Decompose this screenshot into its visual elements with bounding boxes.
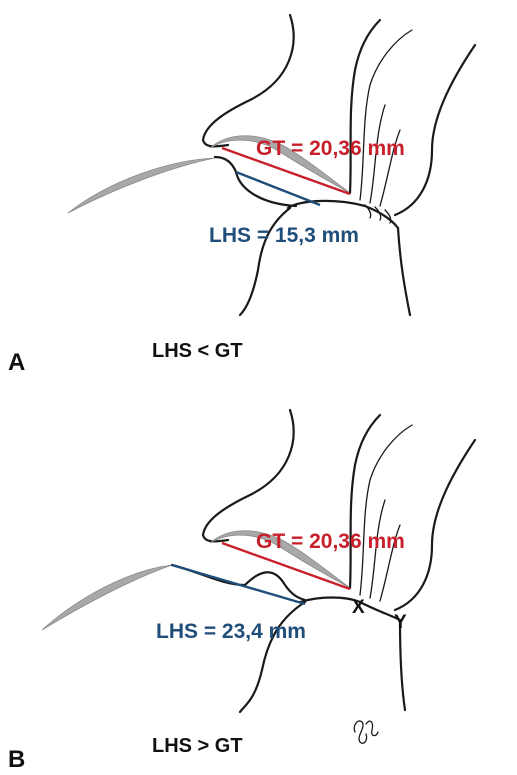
tendon-b1 [348,413,382,590]
neck-right-a [396,226,412,317]
relation-label-b: LHS > GT [152,735,243,757]
neck-right-b [398,618,407,712]
panel-b: GT = 20,36 mm LHS = 23,4 mm X Y LHS > GT… [8,408,477,773]
neck-left-b [238,600,307,714]
tendon-a5 [393,43,477,217]
tendon-a3 [369,104,386,204]
lhs-label-a: LHS = 15,3 mm [209,224,359,247]
panel-letter-a: A [8,349,25,376]
head-outline-a [213,155,298,208]
tendon-b5 [393,438,477,612]
tendon-a2 [359,29,413,201]
panel-letter-b: B [8,746,25,773]
lhs-label-b: LHS = 23,4 mm [156,620,306,643]
relation-label-a: LHS < GT [152,340,243,362]
gt-line-a [221,146,351,196]
lhs-line-b [171,563,306,606]
lhs-line-a [235,170,321,207]
tendon-b3 [369,499,386,599]
artist-signature [353,720,379,744]
point-y-label: Y [394,612,407,633]
gt-label-b: GT = 20,36 mm [256,530,405,553]
neck-left-a [238,206,292,317]
glenoid-outline-a [201,13,295,148]
tendon-b4 [379,524,401,602]
glenoid-outline-b [201,408,295,543]
gt-label-a: GT = 20,36 mm [256,137,405,160]
panel-a: GT = 20,36 mm LHS = 15,3 mm LHS < GT A [8,13,477,376]
gt-line-b [221,541,351,591]
point-x-label: X [352,597,365,618]
rim-arc-a [67,157,216,214]
tendon-b2 [359,424,413,596]
tendon-a1 [348,18,382,195]
tendon-a7 [374,206,382,221]
tendon-a8 [384,209,392,224]
head-cap-b [298,596,402,622]
tendon-a4 [379,129,401,207]
rim-arc-b [41,564,173,631]
tendon-a6 [364,204,372,219]
